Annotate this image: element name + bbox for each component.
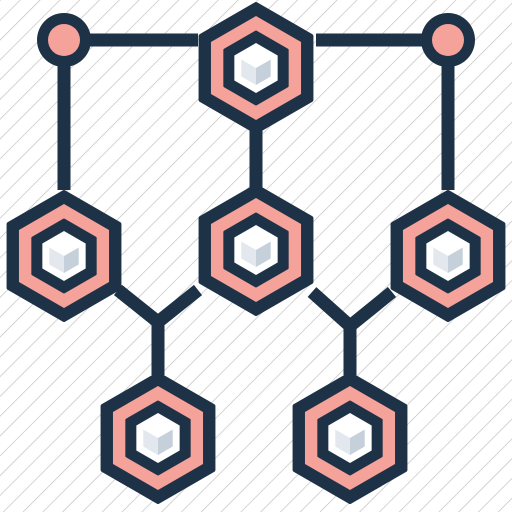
- hex-node-top: [198, 2, 314, 134]
- hex-node-bottom-left: [100, 372, 216, 504]
- dot-nodes: [37, 13, 475, 67]
- hex-node-center: [198, 184, 314, 316]
- cube-icon: [241, 233, 271, 267]
- cube-icon: [433, 239, 463, 273]
- cube-icon: [241, 51, 271, 85]
- cube-icon: [143, 421, 173, 455]
- cube-icon: [49, 239, 79, 273]
- dot-node-top-right: [421, 13, 475, 67]
- hex-nodes: [6, 2, 506, 504]
- cube-icon: [335, 421, 365, 455]
- dot-node-top-left: [37, 13, 91, 67]
- hex-node-middle-left: [6, 190, 122, 322]
- hex-node-bottom-right: [292, 372, 408, 504]
- hex-node-middle-right: [390, 190, 506, 322]
